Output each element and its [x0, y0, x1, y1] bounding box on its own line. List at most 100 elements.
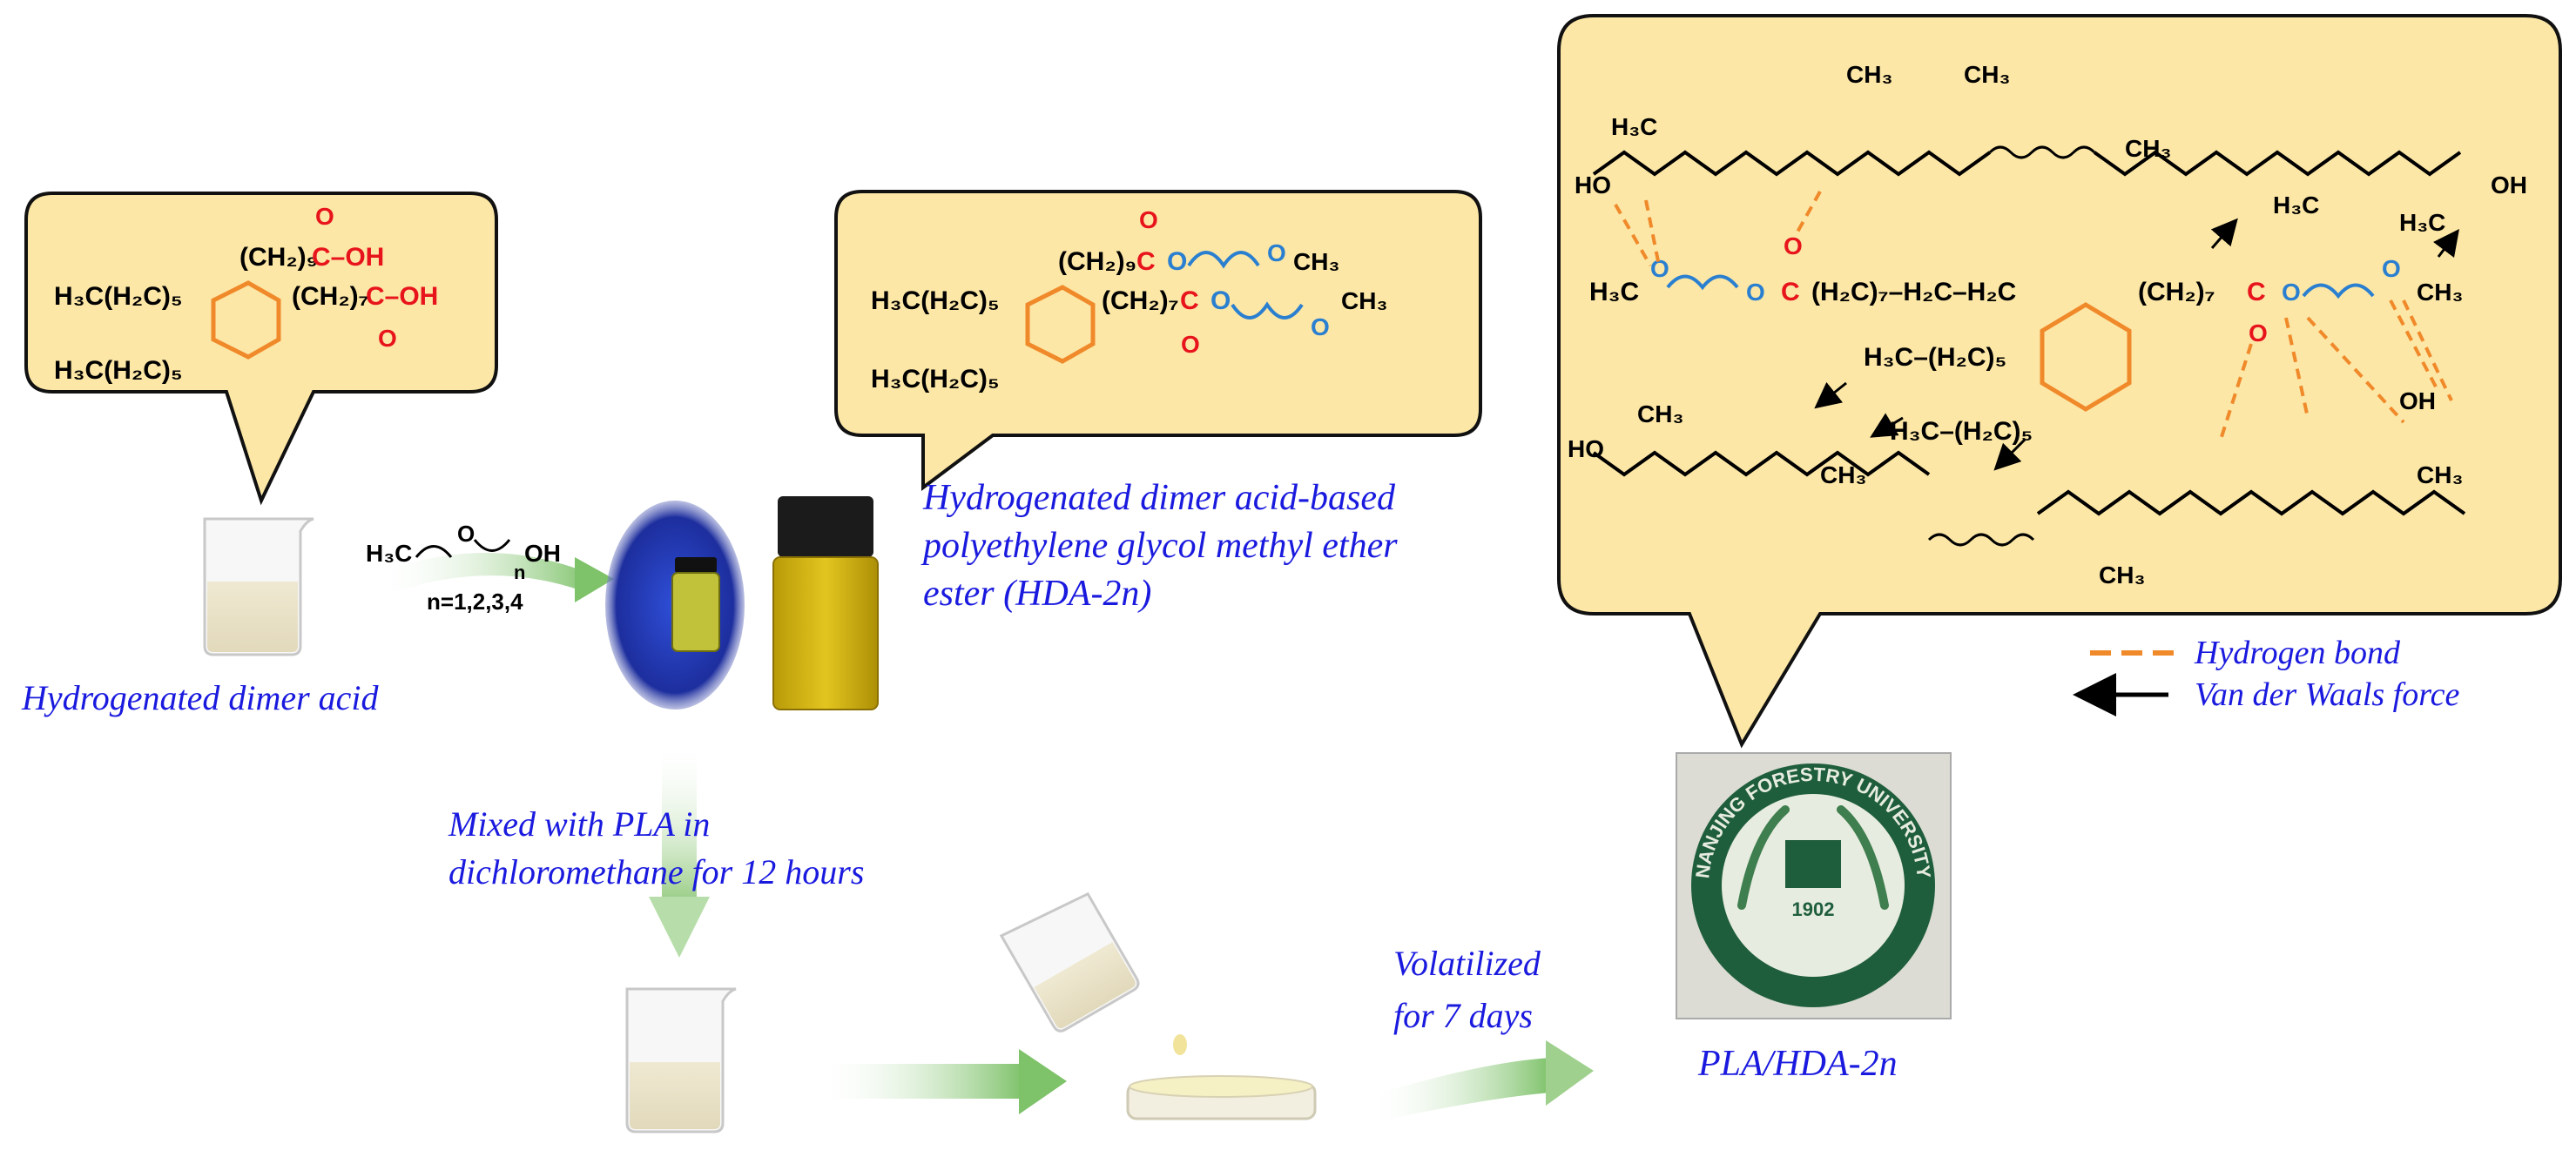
liquid-drop [1173, 1034, 1187, 1055]
reagent-peg: H₃C O n OH n=1,2,3,4 [366, 521, 614, 615]
pla-bottom-ho: HO [1568, 435, 1604, 462]
hda2n-ch2-7: (CH₂)₇ [1102, 286, 1179, 315]
pla-bottom-ch3-1: CH₃ [1637, 400, 1683, 427]
mid-alkyl-1: H₃C–(H₂C)₅ [1864, 343, 2006, 372]
arrow-mix [649, 740, 710, 958]
arrow-volatilize-shaft [1367, 1058, 1550, 1123]
label-mixed-line1: Mixed with PLA in [448, 804, 710, 844]
hda2n-peg-o-2b: O [1311, 313, 1330, 340]
mid-ester-c-left: C [1781, 278, 1800, 306]
reagent-h3c: H₃C [366, 540, 412, 567]
mid-peg-chain-right [2302, 283, 2375, 299]
hda2n-alkyl-lower: H₃C(H₂C)₅ [871, 365, 1000, 394]
cyclohexane-ring-hda2n [1025, 285, 1096, 364]
hda2n-peg-chain-2 [1231, 301, 1304, 320]
pla-chain-top-right [2093, 150, 2462, 177]
photo-glove-vial [605, 501, 745, 710]
arrow-volatilize-head [1546, 1040, 1594, 1106]
hda2n-ch3-2: CH₃ [1341, 287, 1387, 314]
petri-dish-film [1129, 1075, 1313, 1098]
reagent-n-values: n=1,2,3,4 [427, 589, 523, 615]
arrow-mix-head [649, 897, 710, 958]
cyclohexane-ring-mid [2040, 302, 2132, 412]
hda2n-peg-chain-1 [1187, 251, 1260, 269]
pla-chain-top-left [1592, 150, 1992, 177]
hda2n-ch3-1: CH₃ [1293, 248, 1339, 275]
seal-building [1785, 840, 1841, 888]
pla-chain-bottom-right [2036, 489, 2466, 516]
hda-acid-1: C–OH [312, 243, 384, 272]
pla-top-ch3-1: CH₃ [1846, 61, 1892, 88]
label-hda2n-line1: Hydrogenated dimer acid-based [922, 478, 1396, 518]
hda2n-ch2-9: (CH₂)₉ [1058, 247, 1136, 276]
pla-top-ch3-3: CH₃ [2125, 135, 2171, 162]
vdw-arrow-2 [2433, 229, 2459, 258]
reagent-oh: OH [524, 540, 561, 567]
hbond-8 [2402, 299, 2453, 401]
product-film: NANJING FORESTRY UNIVERSITY 1902 [1676, 752, 1952, 1019]
beaker-pouring-liquid [1034, 941, 1136, 1029]
arrow-mix-shaft [662, 740, 697, 897]
vdw-arrow-4 [1870, 413, 1904, 438]
reagent-o: O [457, 521, 475, 547]
label-volat-line1: Volatilized [1393, 944, 1541, 983]
hda-alkyl-upper: H₃C(H₂C)₅ [54, 282, 183, 311]
hda-alkyl-lower: H₃C(H₂C)₅ [54, 356, 183, 385]
label-mixed-line2: dichloromethane for 12 hours [448, 852, 864, 891]
pla-top-h3c-2: H₃C [2273, 192, 2319, 219]
mid-ester-c-right: C [2247, 278, 2266, 306]
pla-chain-bottom-wavy [1927, 533, 2035, 547]
arrow-reagent-head [575, 557, 614, 602]
hda2n-ester-o-1: O [1139, 206, 1158, 233]
mid-chain-text: (H₂C)₇–H₂C–H₂C [1811, 278, 2016, 306]
reagent-chain [415, 539, 511, 558]
callout-hda2n: H₃C(H₂C)₅ H₃C(H₂C)₅ (CH₂)₉ C O O O CH₃ (… [834, 190, 1482, 491]
arrow-volatilize [1367, 1040, 1594, 1123]
label-hda2n-line3: ester (HDA-2n) [923, 574, 1151, 614]
vdw-arrow-1 [2210, 218, 2238, 249]
beaker-hda-liquid [207, 582, 298, 652]
arrow-reagent [374, 553, 592, 596]
hda2n-peg-o-2: O [1210, 286, 1231, 315]
hbond-3 [1794, 191, 1822, 236]
small-vial-body [671, 572, 720, 652]
hbond-1 [1614, 204, 1652, 266]
mid-peg-chain-left [1666, 274, 1739, 291]
callout-pla-shape [1557, 14, 2562, 749]
legend: Hydrogen bond Van der Waals force [2073, 635, 2459, 716]
arrow-pour [814, 1049, 1067, 1114]
legend-hbond-label: Hydrogen bond [2194, 635, 2401, 671]
large-vial-body [772, 556, 879, 710]
mid-ch3: CH₃ [2417, 279, 2463, 306]
mid-peg-o-left: O [1650, 255, 1669, 282]
mid-peg-o-right-2: O [2382, 255, 2401, 282]
hda-acid-2-oxygen: O [378, 325, 397, 352]
label-volat-line2: for 7 days [1393, 996, 1533, 1035]
callout-hda: H₃C(H₂C)₅ H₃C(H₂C)₅ (CH₂)₉ C–OH O (CH₂)₇… [24, 192, 498, 506]
pla-bottom-oh: OH [2399, 387, 2436, 414]
hda-acid-1-oxygen: O [315, 203, 334, 230]
pouring-setup [999, 891, 1317, 1120]
mid-alkyl-2: H₃C–(H₂C)₅ [1890, 417, 2033, 446]
pla-top-ch3-2: CH₃ [1964, 61, 2010, 88]
callout-pla: H₃C HO CH₃ CH₃ CH₃ H₃C H₃C OH H₃C O O C … [1557, 14, 2562, 749]
hda2n-alkyl-upper: H₃C(H₂C)₅ [871, 286, 1000, 315]
hda2n-ester-c-1: C [1136, 247, 1156, 276]
hda2n-peg-o-1b: O [1267, 239, 1286, 266]
mid-h3c: H₃C [1589, 278, 1639, 306]
callout-hda-shape [24, 192, 498, 506]
pla-top-h3c-3: H₃C [2399, 209, 2445, 236]
hda-ch2-9: (CH₂)₉ [239, 243, 318, 272]
beaker-pouring [999, 891, 1140, 1033]
pla-bottom-ch3-4: CH₃ [2417, 461, 2463, 488]
pla-chain-top-wavy [1988, 145, 2096, 159]
beaker-mixture [625, 987, 737, 1133]
hbond-6 [2306, 316, 2405, 424]
photo-large-vial [772, 496, 879, 710]
pla-bottom-ch3-2: CH₃ [1820, 461, 1866, 488]
small-vial-cap [675, 557, 717, 573]
seal-laurel [1737, 805, 1889, 910]
seal-year: 1902 [1792, 898, 1835, 920]
hda2n-ester-o-2: O [1181, 331, 1200, 358]
vdw-arrow-3 [1814, 381, 1847, 409]
